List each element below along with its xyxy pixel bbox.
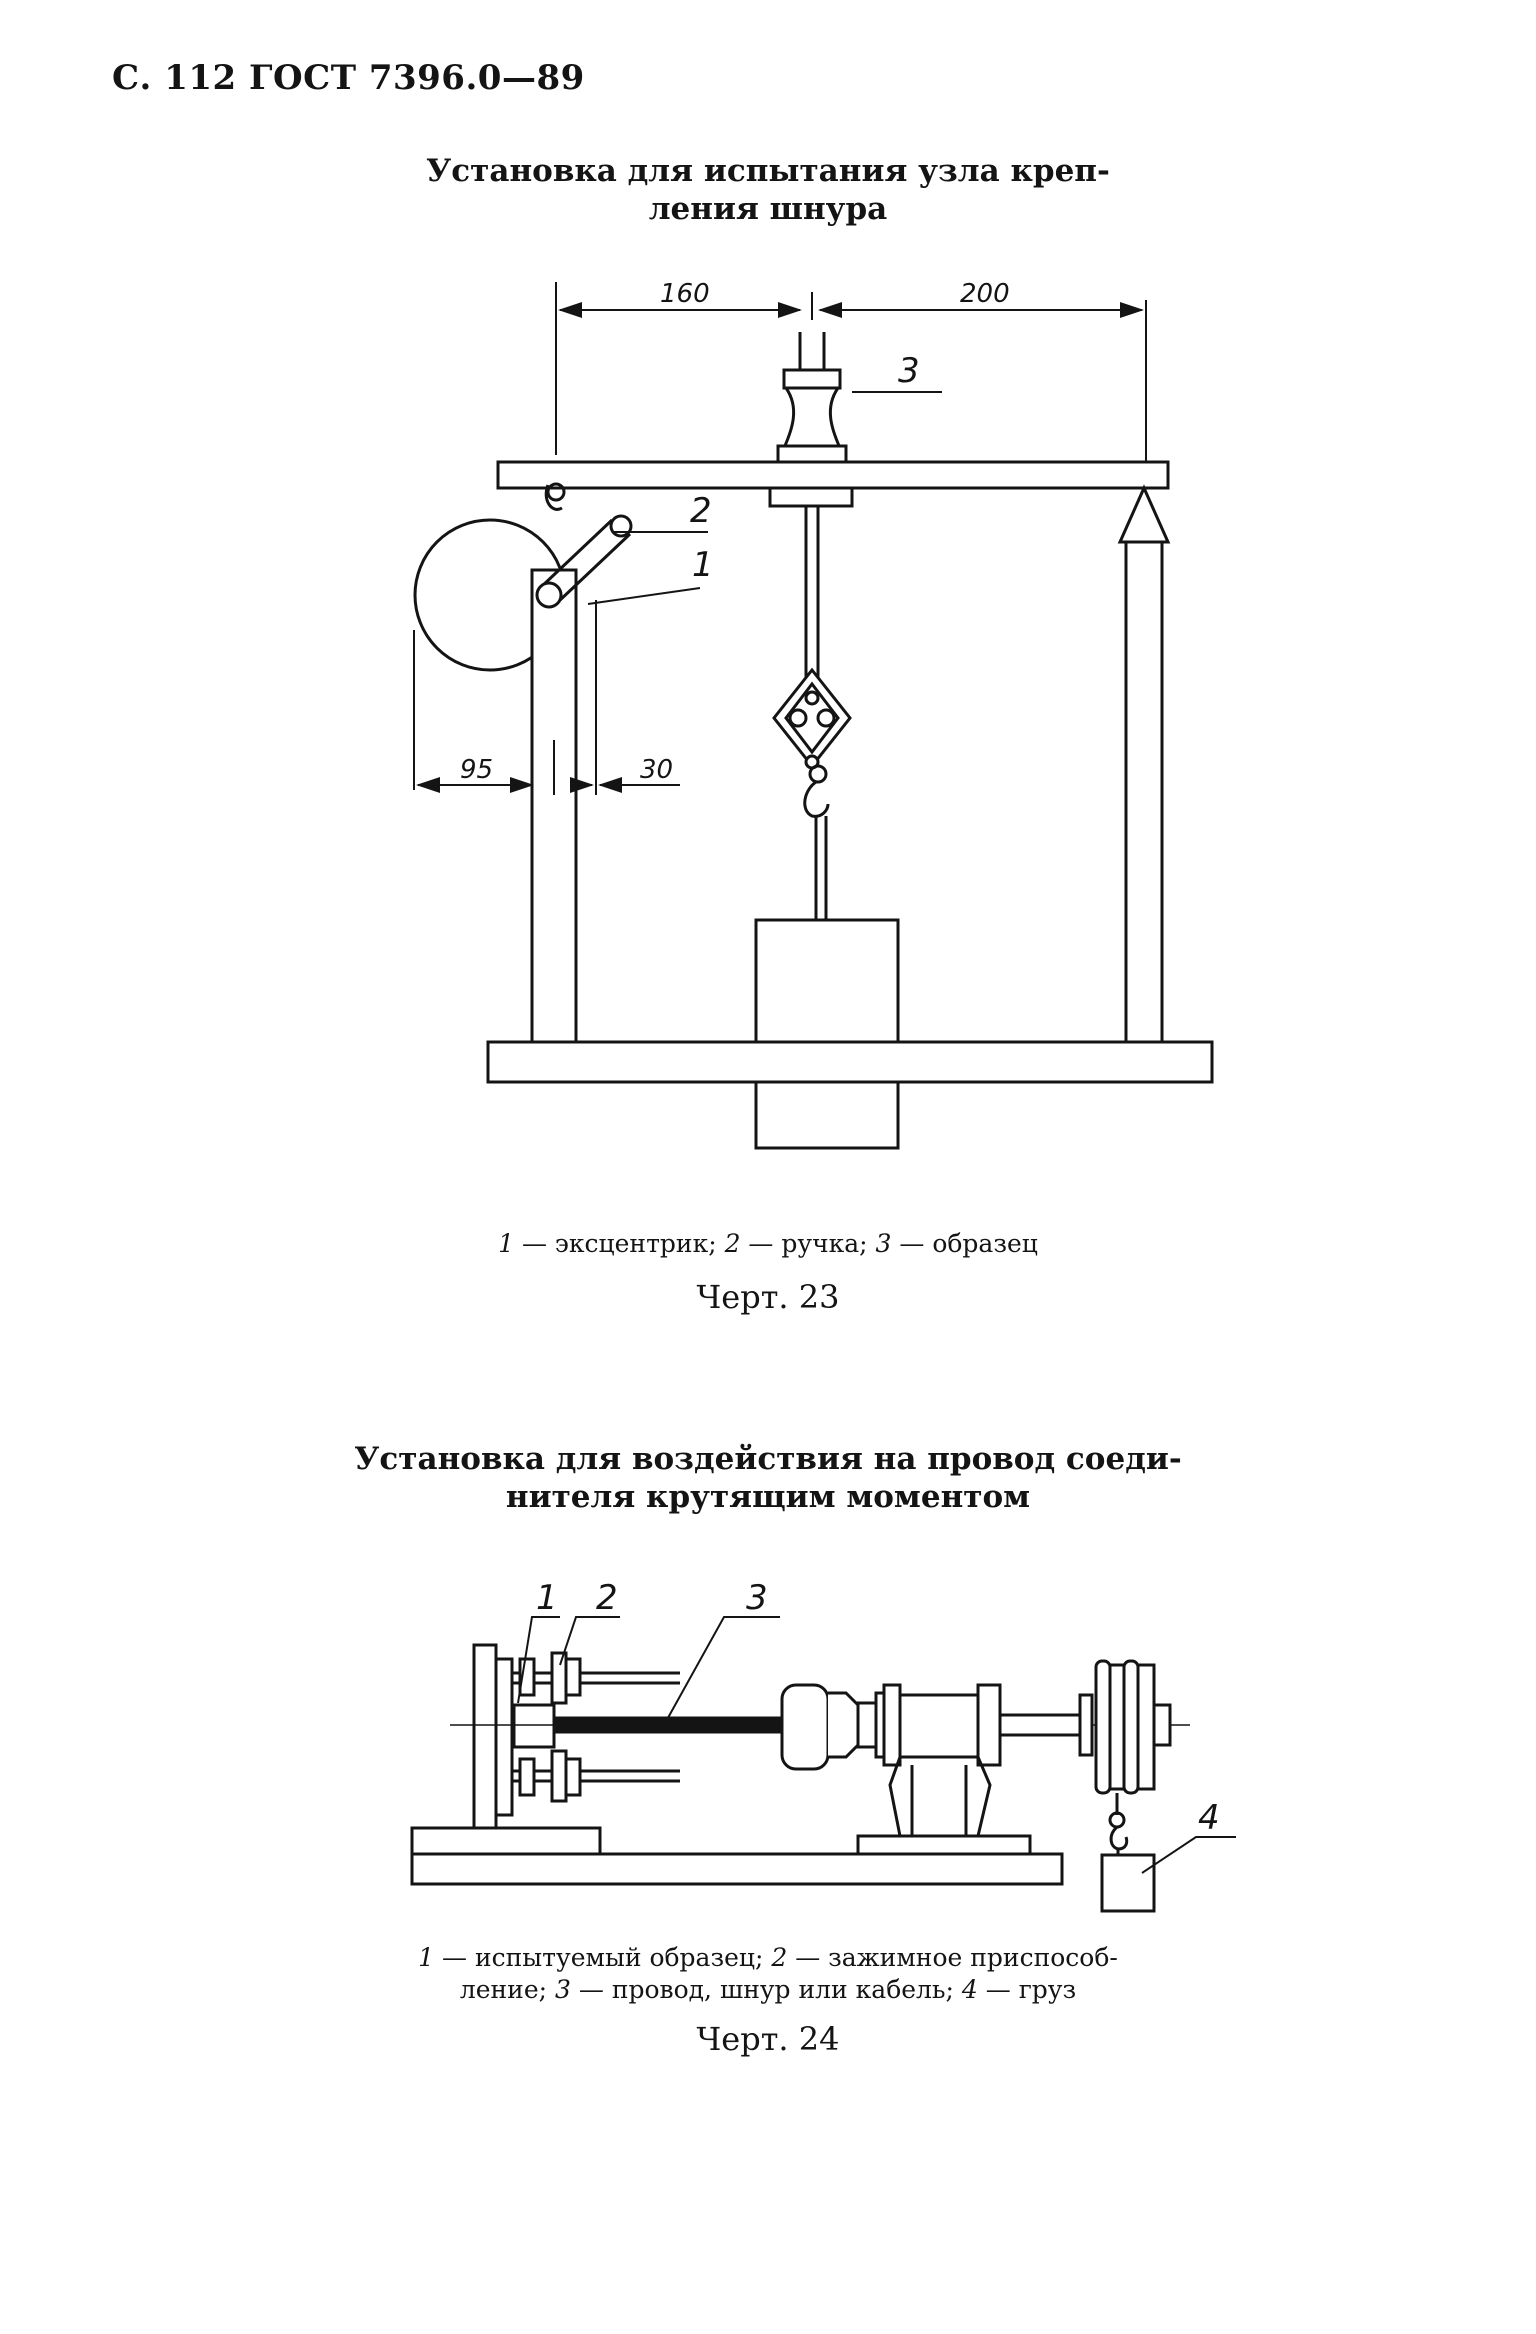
clamping-fixture <box>512 1651 680 1803</box>
callout-1: 1 <box>692 545 714 585</box>
legend-24-text-1: — испытуемый образец; <box>434 1943 772 1972</box>
weight-hook <box>803 764 830 818</box>
legend-23-text-2: — ручка; <box>740 1229 876 1258</box>
sample-plug <box>776 332 848 470</box>
figure-24-title-line-2: нителя крутящим моментом <box>505 1479 1031 1515</box>
dimension-160 <box>555 282 802 455</box>
diamond-link <box>772 667 852 770</box>
shaft <box>998 1713 1082 1737</box>
figure-24-title-line-1: Установка для воздействия на провод соед… <box>354 1441 1182 1477</box>
legend-23-num-2: 2 <box>724 1229 741 1258</box>
dim-95-label: 95 <box>460 755 493 785</box>
figure-23-legend: 1 — эксцентрик; 2 — ручка; 3 — образец <box>0 1228 1536 1260</box>
dimension-30 <box>570 600 680 795</box>
dimension-95 <box>413 630 555 795</box>
figure-24-title: Установка для воздействия на провод соед… <box>0 1440 1536 1516</box>
load-hook <box>1108 1793 1129 1855</box>
handle <box>535 514 633 609</box>
beam-hook <box>544 482 566 511</box>
lever-beam <box>496 460 1170 490</box>
left-post <box>530 568 578 1044</box>
dim-160-label: 160 <box>660 279 710 309</box>
bearing-housing <box>882 1683 1002 1837</box>
beam-clamp <box>768 486 854 508</box>
legend-24-num-4: 4 <box>961 1975 978 2004</box>
callout-24-3: 3 <box>746 1578 768 1618</box>
callout-24-2: 2 <box>596 1578 618 1618</box>
base-plate-long <box>410 1852 1064 1886</box>
tested-sample <box>512 1703 556 1749</box>
legend-24-num-1: 1 <box>418 1943 435 1972</box>
base-plate-right <box>856 1834 1032 1856</box>
legend-24-num-3: 3 <box>555 1975 571 2004</box>
legend-23-text-3: — образец <box>891 1229 1038 1258</box>
legend-24-text-4: — провод, шнур или кабель; <box>570 1975 962 2004</box>
legend-23-num-1: 1 <box>498 1229 515 1258</box>
left-frame <box>472 1643 498 1830</box>
legend-24-line-2: ление; 3 — провод, шнур или кабель; 4 — … <box>0 1974 1536 2006</box>
dim-30-label: 30 <box>640 755 673 785</box>
legend-24-text-5: — груз <box>977 1975 1077 2004</box>
callout-2: 2 <box>690 491 712 531</box>
figure-24-svg: 1 2 3 4 <box>410 1578 1236 1913</box>
figure-24-legend: 1 — испытуемый образец; 2 — зажимное при… <box>0 1942 1536 2006</box>
figure-23-title: Установка для испытания узла креп- ления… <box>0 152 1536 228</box>
legend-23-text-1: — эксцентрик; <box>514 1229 725 1258</box>
cord-rod <box>804 506 820 678</box>
load-weight <box>1100 1853 1156 1913</box>
legend-23-num-3: 3 <box>875 1229 892 1258</box>
callout-24-1: 1 <box>536 1578 558 1618</box>
figure-24-drawing: 1 2 3 4 <box>0 1555 1536 1945</box>
figure-23-title-line-2: ления шнура <box>648 191 888 227</box>
coupling-drum <box>780 1683 894 1771</box>
right-post <box>1117 484 1171 1044</box>
figure-23-title-line-1: Установка для испытания узла креп- <box>426 153 1110 189</box>
dim-200-label: 200 <box>960 279 1010 309</box>
figure-23-drawing: 160 200 95 30 3 2 1 <box>0 270 1536 1220</box>
dimension-200 <box>818 300 1147 475</box>
pulley <box>1078 1659 1172 1795</box>
base-plate-left <box>410 1826 602 1856</box>
legend-24-line-1: 1 — испытуемый образец; 2 — зажимное при… <box>0 1942 1536 1974</box>
weight-block <box>754 918 900 1150</box>
base-plate <box>486 1040 1214 1084</box>
legend-24-text-3: ление; <box>459 1975 556 2004</box>
figure-23-caption: Черт. 23 <box>696 1278 840 1316</box>
cable <box>552 1716 786 1734</box>
page-header: С. 112 ГОСТ 7396.0—89 <box>112 58 585 98</box>
legend-24-num-2: 2 <box>771 1943 788 1972</box>
callout-3: 3 <box>898 351 920 391</box>
legend-24-text-2: — зажимное приспособ- <box>787 1943 1118 1972</box>
figure-24-caption: Черт. 24 <box>696 2020 840 2058</box>
figure-23-svg: 160 200 95 30 3 2 1 <box>413 279 1214 1150</box>
callout-24-4: 4 <box>1198 1798 1220 1838</box>
